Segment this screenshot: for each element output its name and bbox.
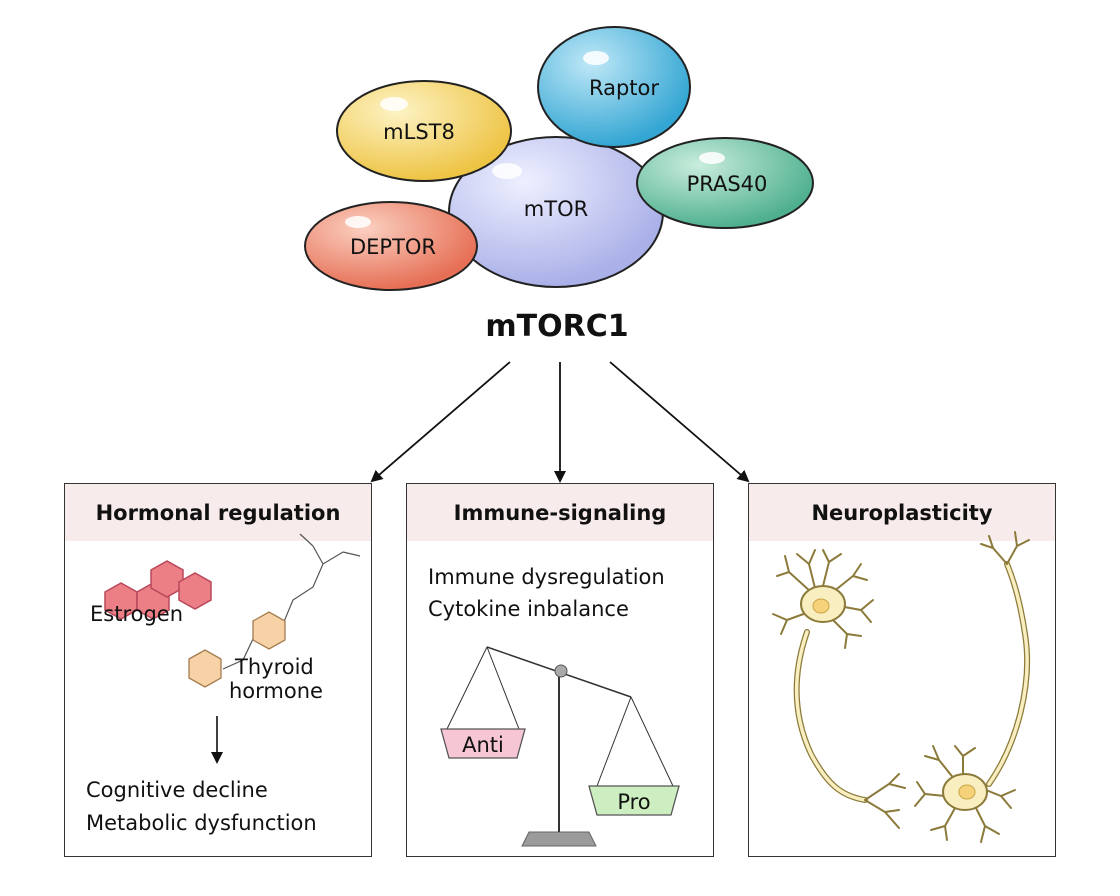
immune-line1: Immune dysregulation — [428, 565, 665, 589]
raptor-label: Raptor — [589, 76, 659, 100]
scale-base — [521, 831, 597, 847]
pro-pan — [588, 785, 680, 816]
neurons-illustration — [772, 531, 1031, 843]
neuron-2-nucleus — [958, 784, 976, 800]
thyroid-ring-lower — [188, 649, 222, 688]
estrogen-molecule — [104, 560, 212, 620]
deptor-label: DEPTOR — [350, 235, 436, 259]
hormonal-outcome-line1: Cognitive decline — [86, 778, 268, 802]
immune-panel: Immune-signaling Immune dysregulation Cy… — [406, 483, 714, 857]
mlst8-highlight — [380, 97, 408, 111]
anti-pan — [440, 728, 526, 759]
pras40-highlight — [699, 152, 725, 164]
neuron-2-dendrites — [914, 531, 1030, 843]
mtor-highlight — [492, 163, 522, 179]
neuron-1-axon — [793, 629, 868, 803]
immune-panel-title: Immune-signaling — [407, 484, 713, 541]
outcome-arrow-head — [211, 752, 223, 764]
raptor-highlight — [583, 51, 609, 65]
pras40-label: PRAS40 — [687, 172, 768, 196]
raptor-protein — [537, 26, 691, 148]
neuron-1-dendrites — [772, 549, 906, 829]
pro-label: Pro — [617, 790, 650, 814]
hormonal-outcome-line2: Metabolic dysfunction — [86, 811, 317, 835]
neuro-panel: Neuroplasticity — [748, 483, 1056, 857]
hormonal-panel-title: Hormonal regulation — [65, 484, 371, 541]
estrogen-label: Estrogen — [90, 602, 183, 626]
thyroid-ring-upper — [252, 611, 286, 650]
pras40-protein — [636, 137, 814, 229]
anti-label: Anti — [462, 733, 504, 757]
mtor-label: mTOR — [524, 197, 588, 221]
immune-line2: Cytokine inbalance — [428, 597, 629, 621]
hormone-structures: Estrogen Thyroid hormone — [90, 533, 361, 764]
thyroid-label-line2: hormone — [229, 679, 323, 703]
hormonal-panel: Hormonal regulation Estrogen Thyroid hor… — [64, 483, 372, 857]
thyroid-label-line1: Thyroid — [234, 655, 314, 679]
mlst8-label: mLST8 — [383, 120, 455, 144]
pro-string-right — [630, 696, 674, 787]
neuro-panel-title: Neuroplasticity — [749, 484, 1055, 541]
thyroid-molecule — [222, 533, 361, 670]
anti-string-right — [486, 646, 520, 730]
deptor-highlight — [345, 216, 371, 228]
neuron-1-nucleus — [812, 598, 830, 614]
cytokine-balance-scale: Anti Pro — [440, 646, 680, 847]
arrow-to-hormonal — [370, 361, 511, 483]
complex-title: mTORC1 — [485, 309, 628, 344]
arrow-to-neuro — [609, 361, 750, 483]
mlst8-protein — [336, 80, 512, 182]
pro-string-left — [596, 696, 632, 787]
scale-pivot — [554, 664, 568, 678]
anti-string-left — [446, 646, 488, 730]
